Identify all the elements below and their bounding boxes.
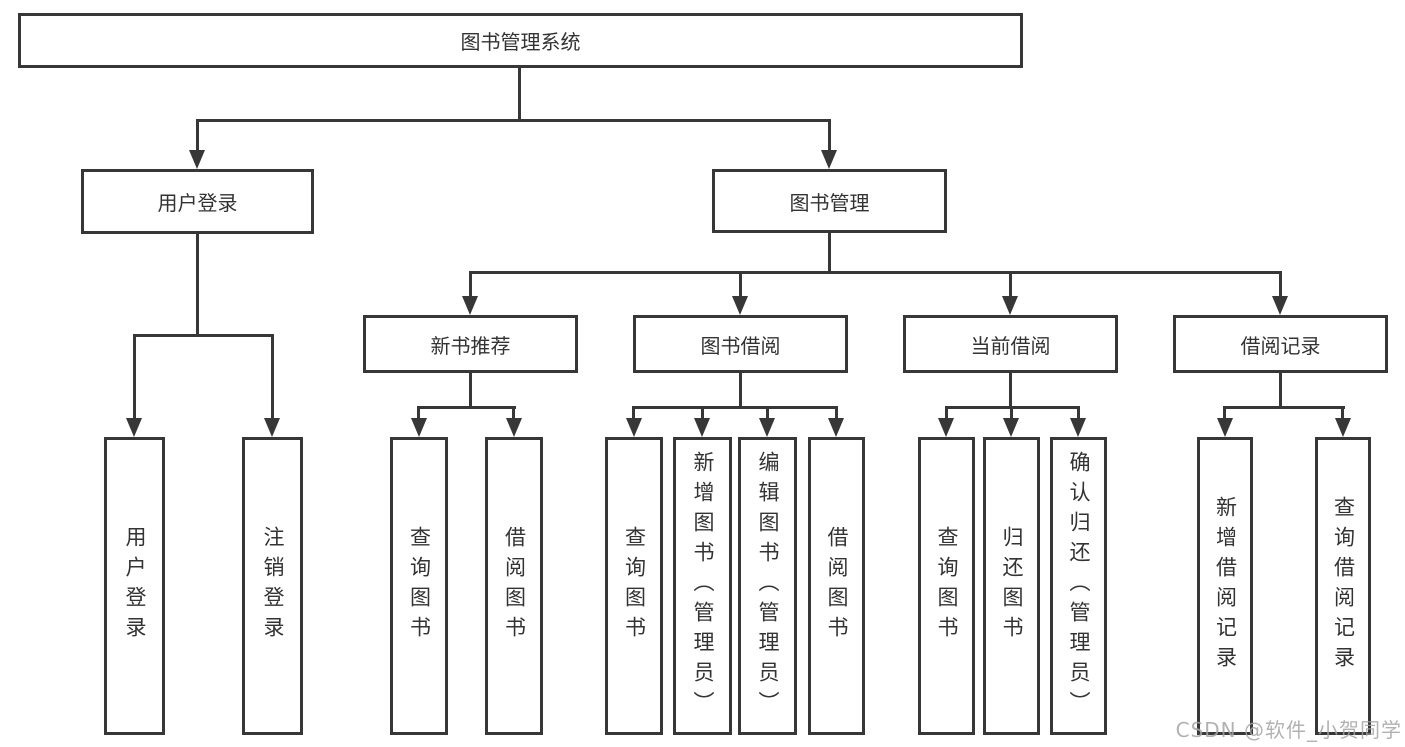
connector-drop bbox=[701, 406, 704, 419]
arrow-down-icon bbox=[938, 418, 954, 437]
connector-drop-user-login bbox=[196, 119, 199, 150]
connector-drop bbox=[632, 406, 635, 419]
leaf-edit-book-admin-label: 编辑图书（管理员） bbox=[756, 451, 780, 721]
leaf-query-books-recommend: 查询图书 bbox=[390, 437, 448, 735]
node-current-borrow-label: 当前借阅 bbox=[970, 333, 1051, 358]
leaf-borrow-books-2: 借阅图书 bbox=[808, 437, 865, 735]
connector-drop bbox=[1341, 406, 1344, 419]
arrow-down-icon bbox=[462, 296, 478, 315]
leaf-confirm-return-admin-label: 确认归还（管理员） bbox=[1067, 451, 1091, 721]
connector-new-book-recommend-stem bbox=[469, 373, 472, 406]
connector-book-borrow-bar bbox=[632, 406, 838, 409]
leaf-query-borrow-record: 查询借阅记录 bbox=[1315, 437, 1371, 735]
connector-new-book-recommend-bar bbox=[417, 406, 516, 409]
node-book-borrow: 图书借阅 bbox=[633, 315, 848, 373]
leaf-return-book-label: 归还图书 bbox=[1000, 526, 1024, 646]
leaf-user-login: 用户登录 bbox=[104, 437, 165, 735]
connector-drop-book-management bbox=[828, 119, 831, 150]
connector-drop-book-borrow bbox=[739, 271, 742, 296]
leaf-query-books-current: 查询图书 bbox=[918, 437, 975, 735]
leaf-borrow-books-2-label: 借阅图书 bbox=[825, 526, 849, 646]
leaf-user-login-label: 用户登录 bbox=[123, 526, 147, 646]
connector-drop bbox=[766, 406, 769, 419]
leaf-confirm-return-admin: 确认归还（管理员） bbox=[1050, 437, 1107, 735]
leaf-logout-label: 注销登录 bbox=[261, 526, 285, 646]
node-current-borrow: 当前借阅 bbox=[903, 315, 1118, 373]
arrow-down-icon bbox=[126, 418, 142, 437]
arrow-down-icon bbox=[732, 296, 748, 315]
node-borrow-records-label: 借阅记录 bbox=[1240, 333, 1321, 358]
connector-drop bbox=[512, 406, 515, 419]
leaf-borrow-books-recommend: 借阅图书 bbox=[485, 437, 543, 735]
arrow-down-icon bbox=[1002, 296, 1018, 315]
node-book-management: 图书管理 bbox=[712, 169, 947, 233]
arrow-down-icon bbox=[189, 150, 205, 169]
connector-drop bbox=[835, 406, 838, 419]
node-user-login-label: 用户登录 bbox=[157, 191, 238, 215]
node-library-system: 图书管理系统 bbox=[18, 13, 1023, 68]
arrow-down-icon bbox=[411, 418, 427, 437]
connector-drop-new-book-recommend bbox=[469, 271, 472, 296]
leaf-query-borrow-record-label: 查询借阅记录 bbox=[1331, 496, 1356, 676]
node-new-book-recommend-label: 新书推荐 bbox=[430, 333, 511, 358]
connector-book-borrow-stem bbox=[739, 373, 742, 406]
arrow-down-icon bbox=[759, 418, 775, 437]
arrow-down-icon bbox=[694, 418, 710, 437]
node-book-borrow-label: 图书借阅 bbox=[700, 333, 781, 358]
node-user-login: 用户登录 bbox=[81, 169, 314, 234]
connector-drop bbox=[1010, 406, 1013, 419]
connector-drop bbox=[1077, 406, 1080, 419]
node-new-book-recommend: 新书推荐 bbox=[363, 315, 578, 373]
arrow-down-icon bbox=[1335, 418, 1351, 437]
connector-current-borrow-stem bbox=[1009, 373, 1012, 406]
connector-borrow-records-bar bbox=[1223, 406, 1345, 409]
connector-root-bar bbox=[196, 119, 831, 122]
leaf-query-books-borrow: 查询图书 bbox=[605, 437, 663, 735]
connector-drop-current-borrow bbox=[1009, 271, 1012, 296]
csdn-watermark: CSDN @软件_小贺同学 bbox=[1175, 718, 1402, 742]
node-borrow-records: 借阅记录 bbox=[1173, 315, 1388, 373]
arrow-down-icon bbox=[1272, 296, 1288, 315]
arrow-down-icon bbox=[1003, 418, 1019, 437]
connector-user-login-bar bbox=[133, 334, 274, 337]
arrow-down-icon bbox=[1070, 418, 1086, 437]
leaf-add-borrow-record-label: 新增借阅记录 bbox=[1213, 496, 1238, 676]
leaf-return-book: 归还图书 bbox=[983, 437, 1040, 735]
leaf-borrow-books-recommend-label: 借阅图书 bbox=[502, 526, 527, 646]
arrow-down-icon bbox=[626, 418, 642, 437]
leaf-edit-book-admin: 编辑图书（管理员） bbox=[738, 437, 797, 735]
node-book-management-label: 图书管理 bbox=[789, 190, 870, 215]
arrow-down-icon bbox=[828, 418, 844, 437]
connector-book-management-bar bbox=[469, 271, 1282, 274]
connector-drop bbox=[945, 406, 948, 419]
connector-drop-leaf-logout bbox=[271, 334, 274, 418]
leaf-query-books-current-label: 查询图书 bbox=[935, 526, 959, 646]
connector-drop bbox=[417, 406, 420, 419]
leaf-add-book-admin: 新增图书（管理员） bbox=[673, 437, 732, 735]
arrow-down-icon bbox=[821, 150, 837, 169]
connector-borrow-records-stem bbox=[1279, 373, 1282, 406]
leaf-query-books-borrow-label: 查询图书 bbox=[622, 526, 647, 646]
arrow-down-icon bbox=[1217, 418, 1233, 437]
connector-user-login-stem bbox=[196, 234, 199, 334]
connector-drop bbox=[1223, 406, 1226, 419]
leaf-add-borrow-record: 新增借阅记录 bbox=[1197, 437, 1253, 735]
leaf-logout: 注销登录 bbox=[242, 437, 303, 735]
connector-drop-borrow-records bbox=[1279, 271, 1282, 296]
leaf-query-books-recommend-label: 查询图书 bbox=[407, 526, 432, 646]
leaf-add-book-admin-label: 新增图书（管理员） bbox=[691, 451, 715, 721]
node-library-system-label: 图书管理系统 bbox=[460, 30, 581, 54]
arrow-down-icon bbox=[506, 418, 522, 437]
connector-book-management-stem bbox=[828, 233, 831, 271]
arrow-down-icon bbox=[264, 418, 280, 437]
connector-root-stem bbox=[518, 68, 521, 119]
connector-drop-leaf-user-login bbox=[133, 334, 136, 418]
